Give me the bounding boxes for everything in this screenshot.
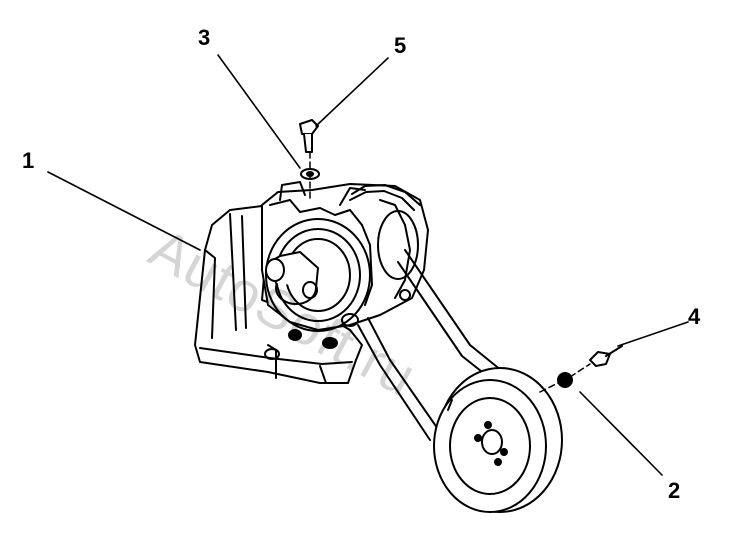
leader-lines	[47, 54, 689, 476]
callout-3: 3	[198, 25, 211, 50]
compressor	[261, 181, 429, 332]
crank-pulley	[433, 367, 563, 513]
bolt-4	[589, 345, 623, 367]
callout-5: 5	[394, 33, 407, 58]
leader-line-5	[315, 57, 389, 127]
callout-1: 1	[22, 148, 35, 173]
assembly-axes	[309, 151, 591, 393]
nut-2	[557, 372, 573, 388]
leader-line-3	[217, 54, 301, 169]
mounting-bracket	[194, 205, 363, 384]
bolt-5	[299, 119, 319, 153]
leader-line-1	[47, 171, 201, 251]
callout-4: 4	[688, 304, 701, 329]
leader-line-2	[579, 391, 663, 476]
leader-line-4	[617, 321, 689, 347]
callout-2: 2	[668, 478, 681, 503]
